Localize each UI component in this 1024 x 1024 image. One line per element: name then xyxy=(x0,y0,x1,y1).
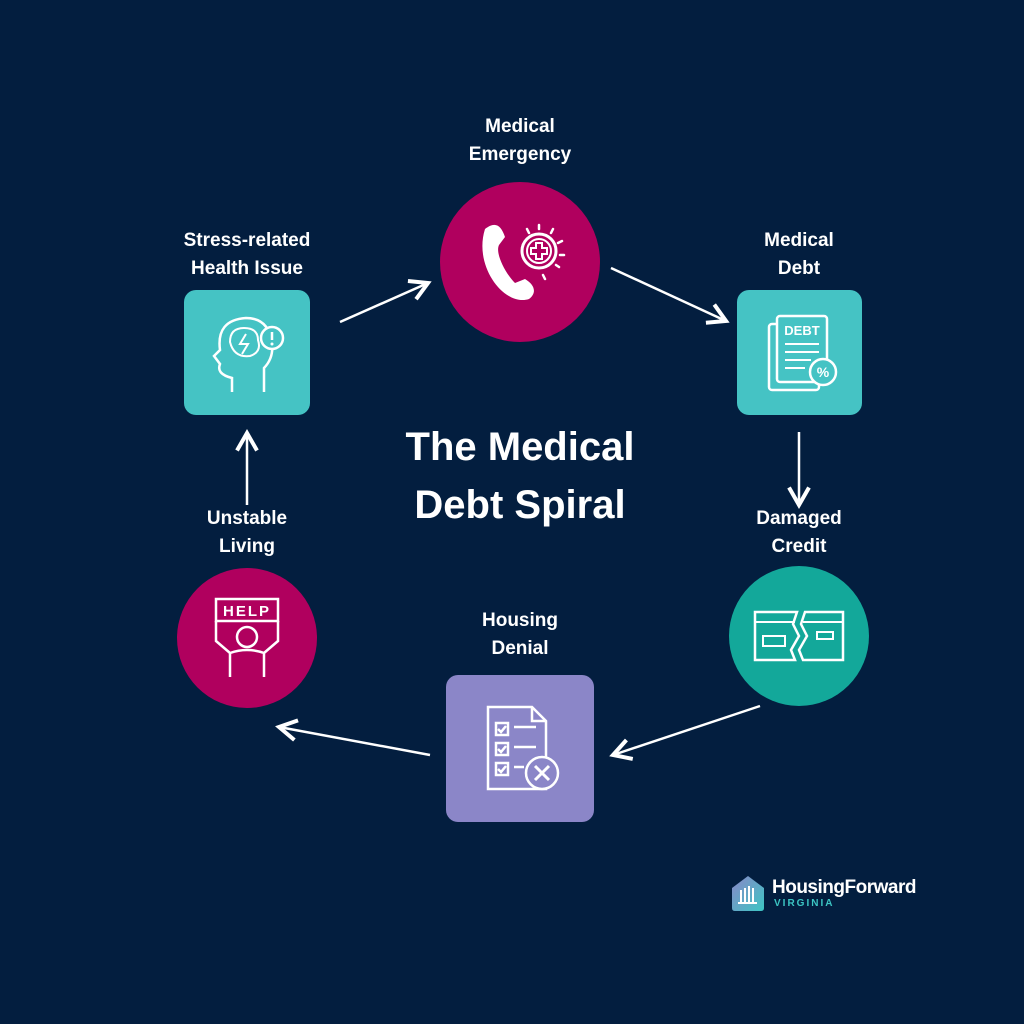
label-line-1: Medical xyxy=(764,230,834,251)
head-stress-icon xyxy=(212,316,285,392)
label-line-1: Stress-related xyxy=(183,230,311,251)
node-medical-debt: DEBT % xyxy=(737,290,862,415)
label-line-1: Damaged xyxy=(756,508,842,529)
debt-document-text: DEBT xyxy=(784,323,819,338)
label-line-2: Debt xyxy=(777,258,821,279)
logo-name: HousingForward xyxy=(772,876,916,898)
label-line-1: Unstable xyxy=(206,508,288,529)
label-line-2: Living xyxy=(219,536,275,557)
arrow-emergency-to-debt xyxy=(610,266,730,325)
arrow-housing-to-unstable xyxy=(275,718,431,757)
phone-medical-icon xyxy=(482,223,566,301)
arrow-stress-to-emergency xyxy=(339,278,432,324)
node-stress-health xyxy=(184,290,310,415)
label-line-2: Credit xyxy=(771,536,827,557)
label-line-1: Housing xyxy=(482,610,558,631)
node-medical-emergency xyxy=(440,182,600,342)
help-sign-text: HELP xyxy=(223,603,271,620)
node-damaged-credit xyxy=(729,566,869,706)
label-line-2: Health Issue xyxy=(191,258,303,279)
broken-card-icon xyxy=(753,610,845,662)
label-line-2: Denial xyxy=(491,638,549,659)
arrow-credit-to-housing xyxy=(609,704,761,761)
title-line-1: The Medical xyxy=(405,425,635,469)
logo-house-icon xyxy=(732,876,764,911)
label-line-2: Emergency xyxy=(468,144,572,165)
label-line-1: Medical xyxy=(485,116,555,137)
housingforward-logo: HousingForward VIRGINIA xyxy=(730,874,916,912)
help-sign-person-icon: HELP xyxy=(214,597,280,677)
logo-text: HousingForward VIRGINIA xyxy=(772,876,916,909)
debt-document-icon: DEBT % xyxy=(767,314,837,391)
title-line-2: Debt Spiral xyxy=(414,483,626,527)
node-unstable-living: HELP xyxy=(177,568,317,708)
logo-subtitle: VIRGINIA xyxy=(774,897,835,909)
diagram-title: The Medical Debt Spiral xyxy=(320,418,720,534)
node-housing-denial xyxy=(446,675,594,822)
svg-text:%: % xyxy=(816,364,829,380)
rejected-checklist-icon xyxy=(486,705,560,790)
